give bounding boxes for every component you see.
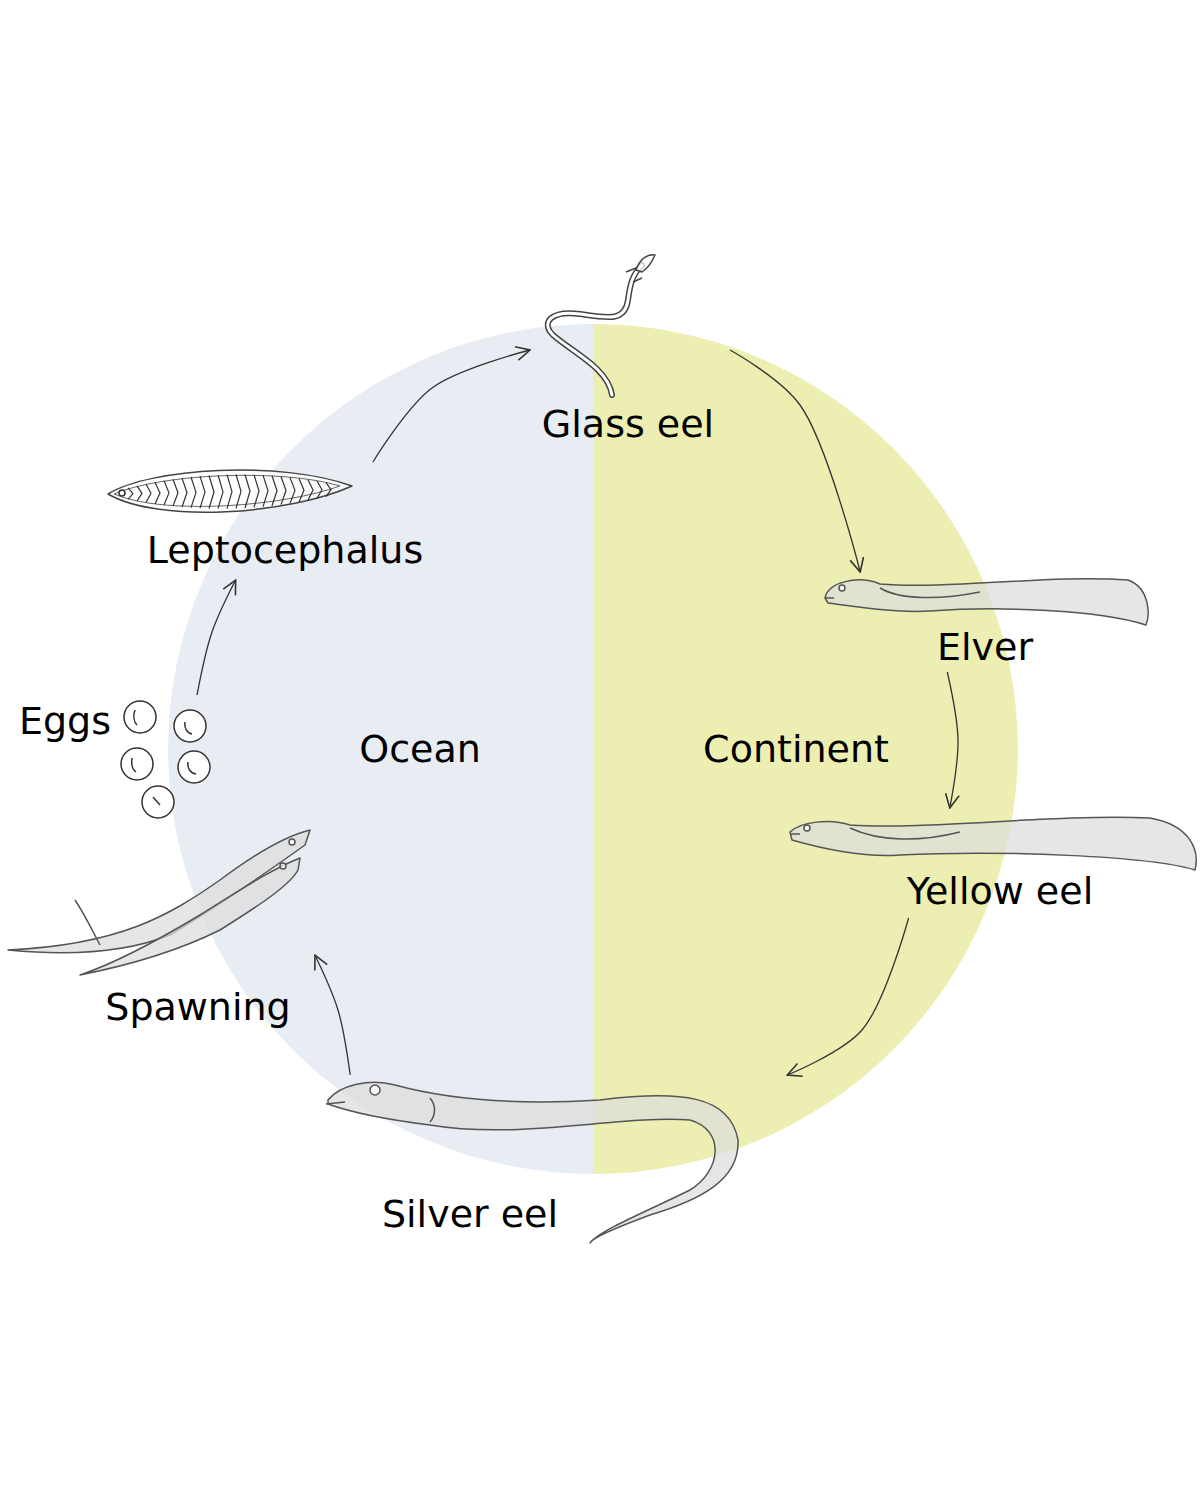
region-fill	[593, 324, 1018, 1174]
stage-label: Spawning	[105, 986, 290, 1030]
stage-label: Leptocephalus	[147, 529, 423, 573]
region-band: Continent	[593, 324, 1018, 1174]
stage-label: Eggs	[19, 700, 111, 744]
stage-label: Yellow eel	[907, 870, 1093, 914]
region-fill	[168, 324, 593, 1174]
stage-label: Silver eel	[382, 1193, 558, 1237]
stage-label: Glass eel	[542, 403, 714, 447]
region-label: Ocean	[359, 728, 481, 772]
region-label: Continent	[703, 728, 889, 772]
stage-label: Elver	[937, 626, 1033, 670]
region-band: Ocean	[168, 324, 593, 1174]
